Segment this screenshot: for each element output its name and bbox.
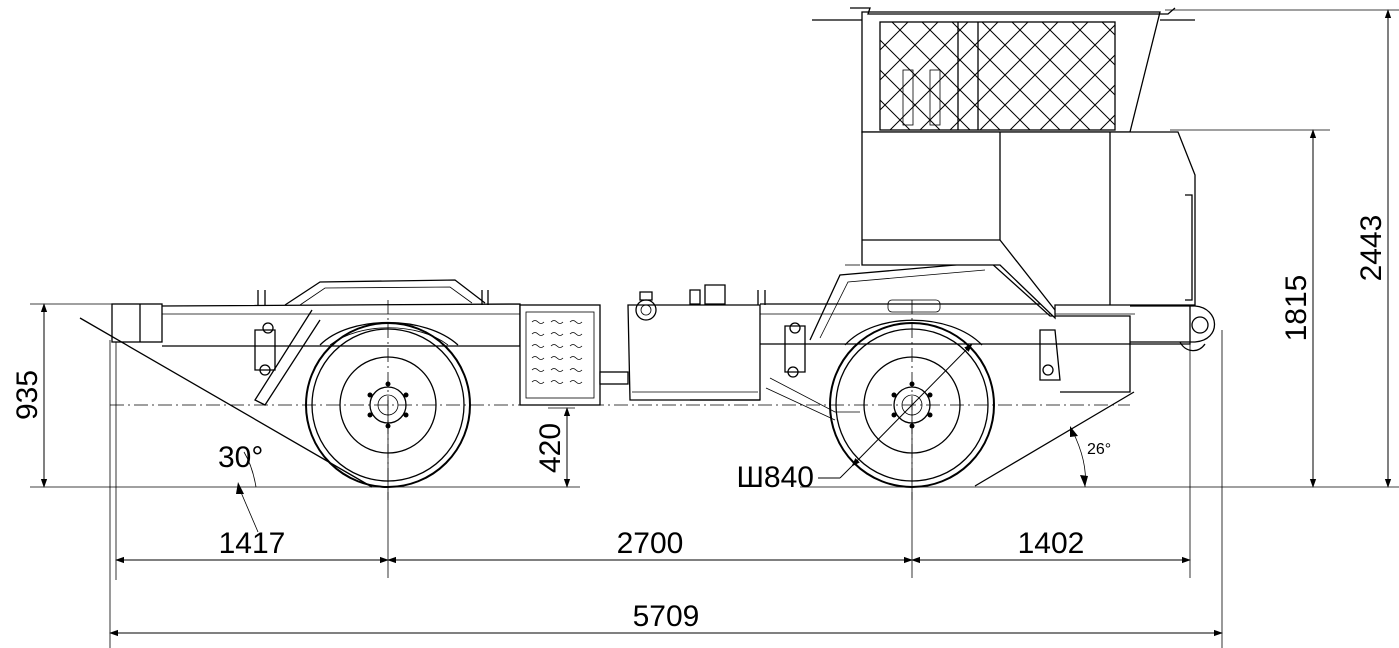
cab-roof-height-label: 1815 (1280, 275, 1313, 342)
front-overhang-label: 1417 (219, 527, 286, 560)
departure-angle-label: 26° (1087, 441, 1111, 458)
frame-height-label: 935 (11, 370, 44, 420)
overall-height-label: 2443 (1355, 215, 1388, 282)
approach-angle-label: 30° (218, 441, 263, 474)
wheel-diameter-label: Ш840 (736, 461, 814, 494)
chassis-frame (111, 261, 1216, 393)
fuel-tank (627, 284, 761, 401)
rear-overhang-label: 1402 (1018, 527, 1085, 560)
approach-angle-line (79, 317, 373, 533)
suspension-links (254, 309, 1061, 421)
overall-length-label: 5709 (633, 600, 700, 633)
battery-box (519, 304, 629, 406)
extension-lines (30, 9, 1399, 648)
cab (812, 7, 1196, 320)
ground-clearance-label: 420 (534, 423, 567, 473)
wheelbase-label: 2700 (617, 527, 684, 560)
departure-angle-line (974, 391, 1135, 488)
dim-wheel-diameter (818, 343, 973, 479)
